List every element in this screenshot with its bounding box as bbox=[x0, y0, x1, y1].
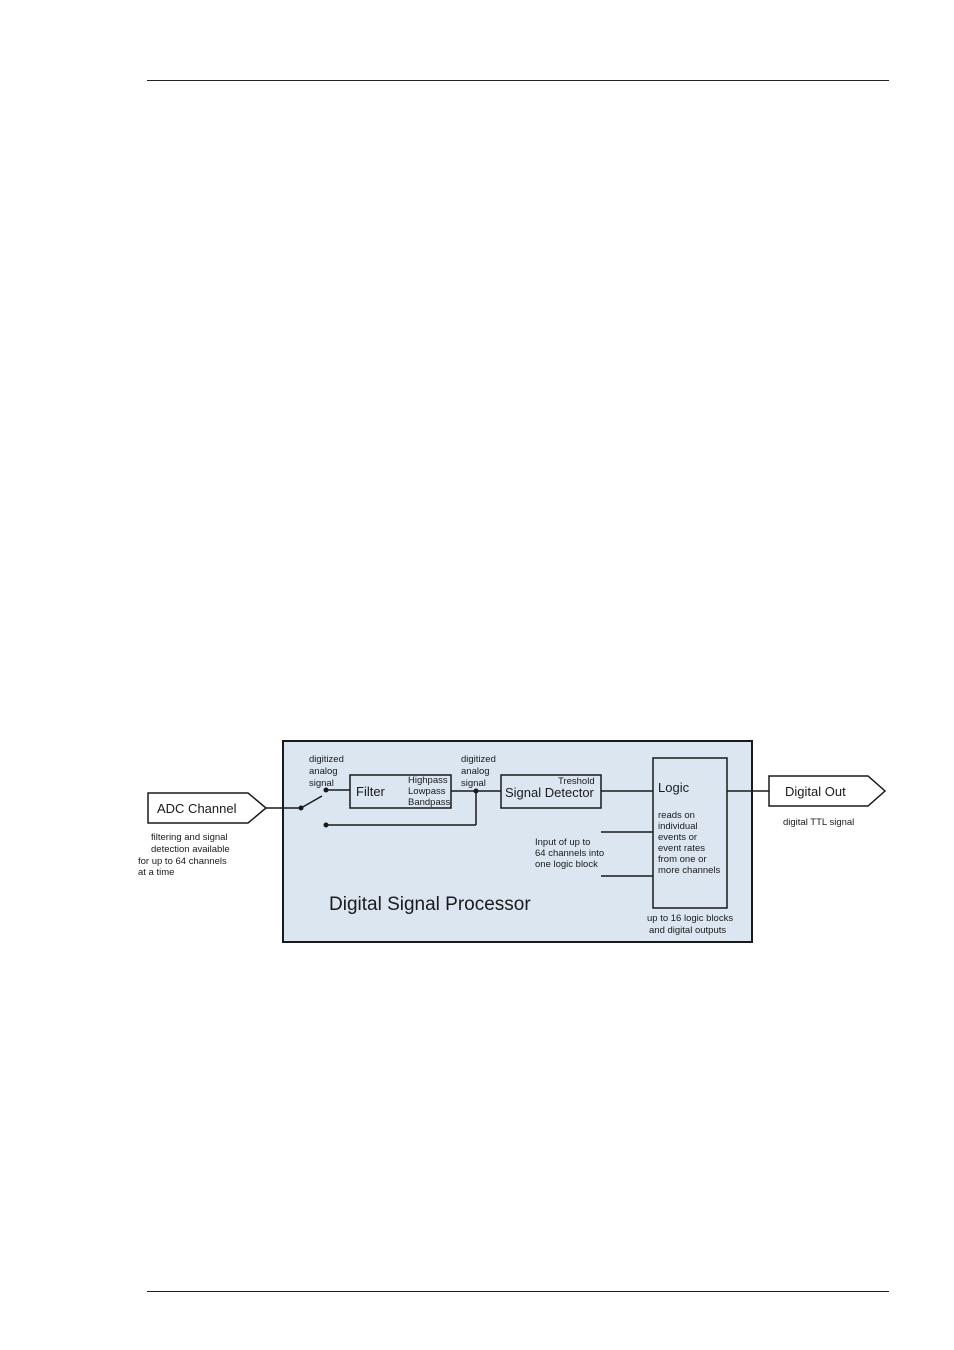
digitized-label-2: digitized analog signal bbox=[461, 754, 496, 789]
footer-rule bbox=[147, 1291, 889, 1292]
logic-label: Logic bbox=[658, 780, 690, 795]
svg-text:Highpass: Highpass bbox=[408, 775, 448, 786]
svg-text:Input of up to: Input of up to bbox=[535, 837, 590, 848]
svg-text:individual: individual bbox=[658, 821, 698, 832]
junction-dot bbox=[473, 788, 479, 794]
svg-text:and digital outputs: and digital outputs bbox=[649, 925, 726, 936]
logic-box bbox=[652, 757, 728, 909]
svg-text:for up to 64 channels: for up to 64 channels bbox=[138, 856, 227, 867]
digital-out-shape bbox=[768, 775, 887, 807]
svg-text:event rates: event rates bbox=[658, 843, 705, 854]
adc-note: filtering and signal detection available… bbox=[138, 832, 230, 878]
signal-detector-note: Treshold bbox=[558, 776, 595, 787]
digital-out-label: Digital Out bbox=[785, 784, 846, 799]
logic-description: reads on individual events or event rate… bbox=[658, 810, 721, 876]
svg-text:analog: analog bbox=[461, 766, 490, 777]
svg-text:signal: signal bbox=[461, 778, 486, 789]
svg-text:filtering and signal: filtering and signal bbox=[151, 832, 228, 843]
svg-text:at a time: at a time bbox=[138, 867, 174, 878]
digitized-label-1: digitized analog signal bbox=[309, 754, 344, 789]
filter-label: Filter bbox=[356, 784, 386, 799]
signal-detector-label: Signal Detector bbox=[505, 785, 595, 800]
svg-text:from one or: from one or bbox=[658, 854, 707, 865]
svg-text:events or: events or bbox=[658, 832, 697, 843]
svg-text:64 channels into: 64 channels into bbox=[535, 848, 604, 859]
logic-blocks-note: up to 16 logic blocks and digital output… bbox=[647, 913, 733, 936]
svg-text:digitized: digitized bbox=[309, 754, 344, 765]
svg-text:more channels: more channels bbox=[658, 865, 721, 876]
svg-text:analog: analog bbox=[309, 766, 338, 777]
svg-text:Bandpass: Bandpass bbox=[408, 797, 451, 808]
signal-detector-box bbox=[500, 774, 602, 809]
dsp-title: Digital Signal Processor bbox=[329, 894, 531, 915]
svg-text:reads on: reads on bbox=[658, 810, 695, 821]
adc-channel-label: ADC Channel bbox=[157, 801, 237, 816]
digital-out-note: digital TTL signal bbox=[783, 817, 854, 828]
filter-options: Highpass Lowpass Bandpass bbox=[408, 775, 451, 808]
logic-input-note: Input of up to 64 channels into one logi… bbox=[535, 837, 604, 870]
svg-text:Lowpass: Lowpass bbox=[408, 786, 446, 797]
switch-blade bbox=[300, 795, 323, 809]
svg-text:detection available: detection available bbox=[151, 844, 230, 855]
header-rule bbox=[147, 80, 889, 81]
svg-text:digitized: digitized bbox=[461, 754, 496, 765]
svg-text:one logic block: one logic block bbox=[535, 859, 598, 870]
svg-text:up to 16 logic blocks: up to 16 logic blocks bbox=[647, 913, 733, 924]
svg-text:signal: signal bbox=[309, 778, 334, 789]
adc-channel-shape bbox=[147, 792, 268, 824]
